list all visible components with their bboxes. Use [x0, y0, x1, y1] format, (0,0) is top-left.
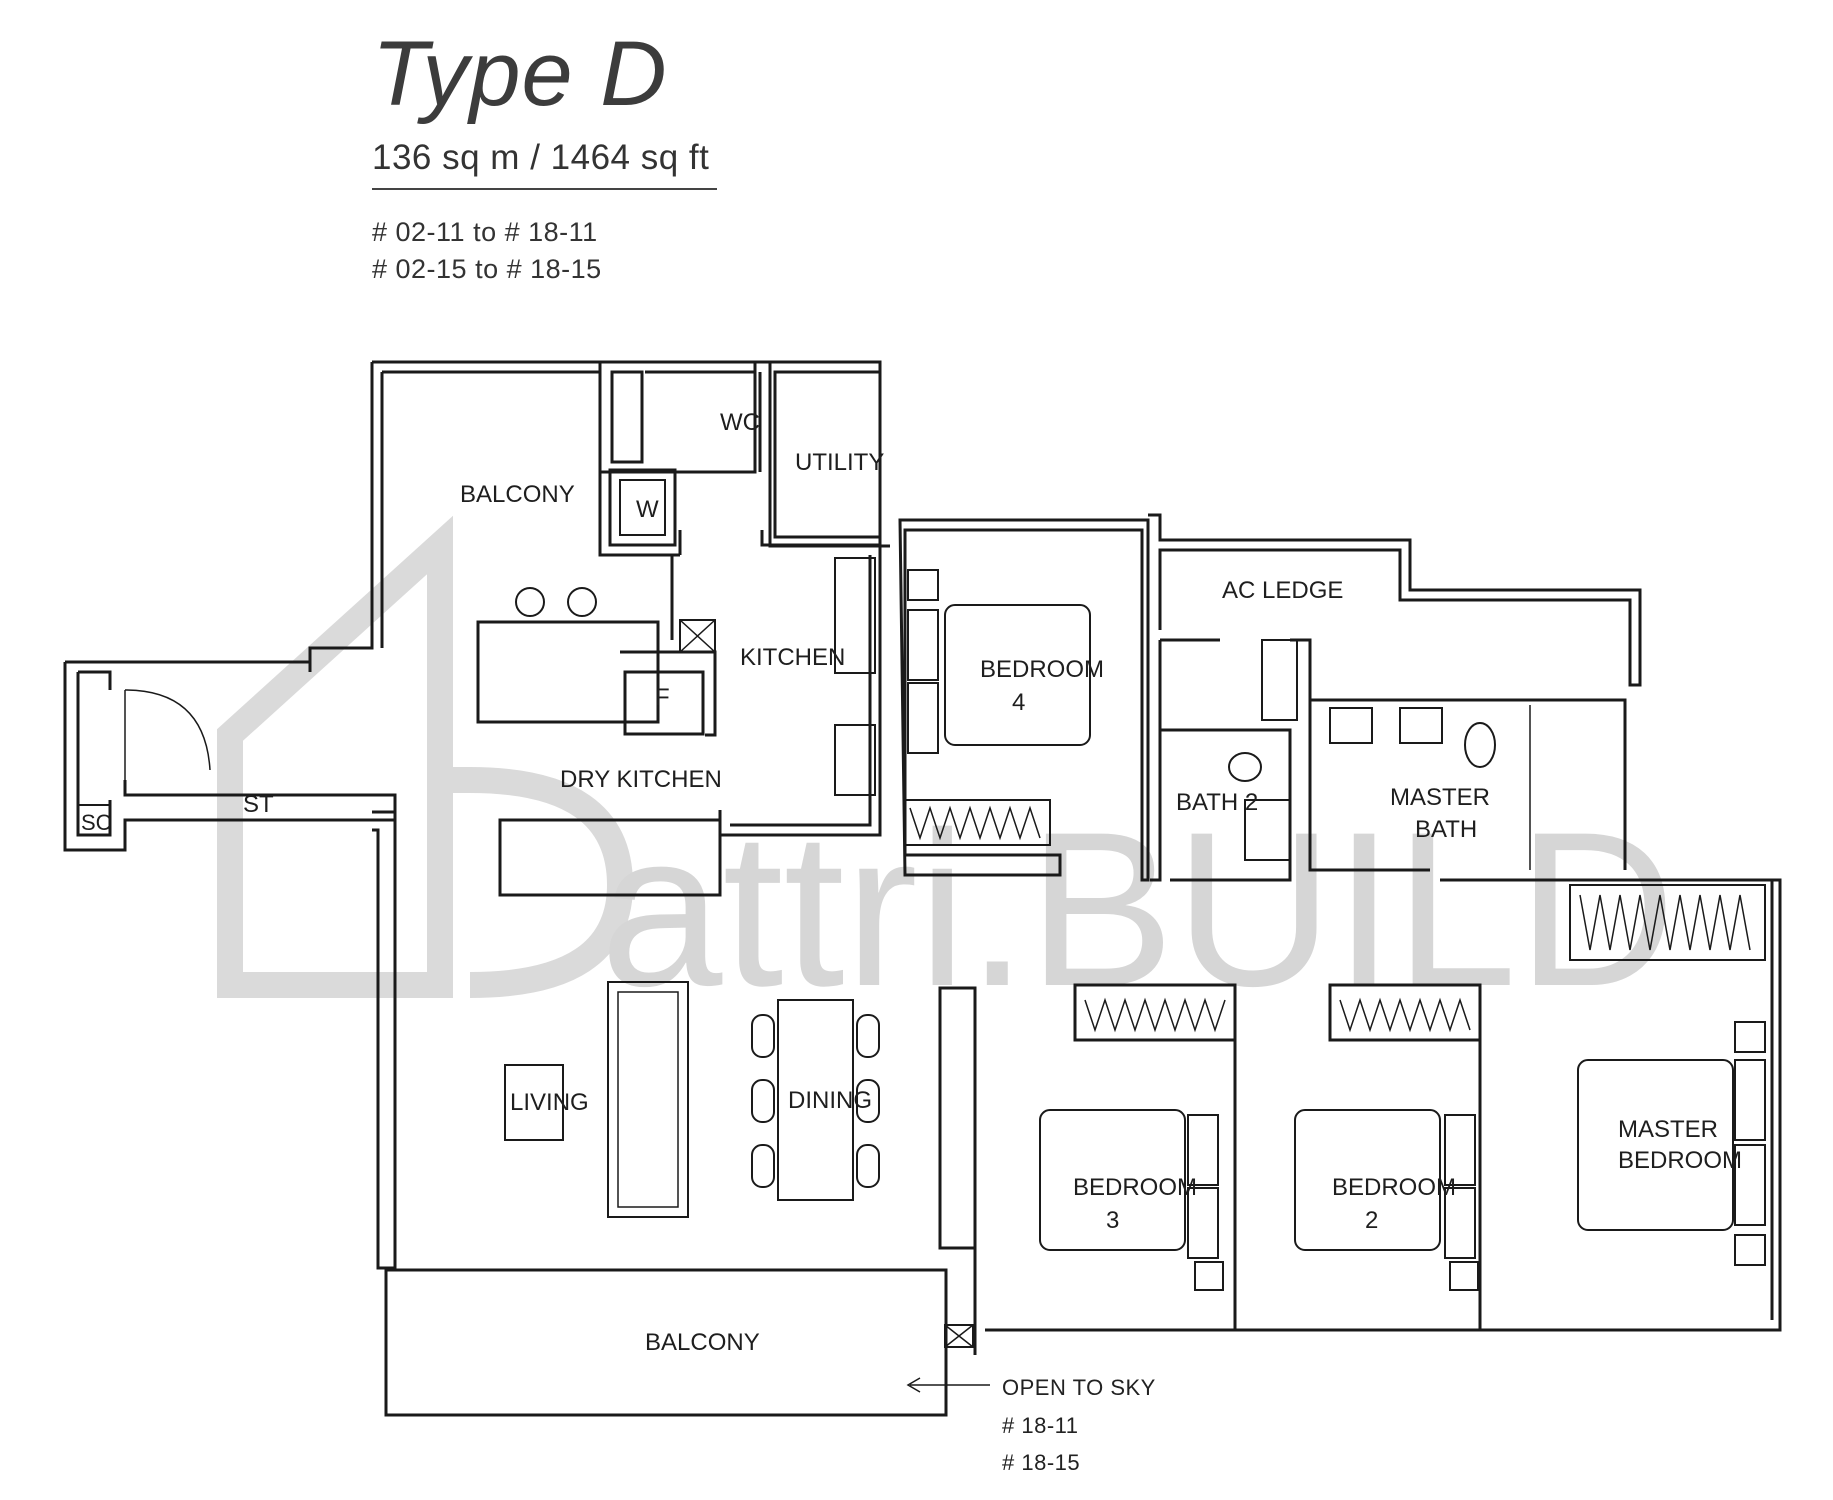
label-balcony-top: BALCONY	[460, 481, 575, 508]
hob	[834, 557, 876, 674]
label-st: ST	[243, 791, 274, 818]
master-bed	[1577, 1059, 1734, 1231]
watermark-text: attri.BUILD	[600, 786, 1676, 1032]
utility-block	[773, 370, 882, 539]
unit-range-1: # 02-11 to # 18-11	[372, 217, 598, 247]
master-bedroom-walls	[985, 878, 1782, 1332]
unit-list: # 02-11 to # 18-11 # 02-15 to # 18-15	[372, 214, 722, 288]
plan-header: Type D 136 sq m / 1464 sq ft # 02-11 to …	[372, 28, 722, 288]
label-dry-kitchen: DRY KITCHEN	[560, 766, 722, 793]
label-wc: WC	[720, 409, 760, 436]
living-walls	[372, 810, 397, 1270]
master-bath-walls	[1308, 698, 1627, 872]
label-balcony-bottom: BALCONY	[645, 1329, 760, 1356]
label-bedroom3-line1: BEDROOM	[1073, 1174, 1197, 1201]
washer-box	[608, 468, 677, 547]
label-master-bedroom-line1: MASTER	[1618, 1116, 1718, 1143]
header-divider	[372, 188, 717, 190]
open-to-sky-unit-2: # 18-15	[1002, 1450, 1081, 1475]
entrance-walls	[63, 660, 397, 852]
label-master-bedroom-line2: BEDROOM	[1618, 1147, 1742, 1174]
sink-kitchen	[834, 724, 876, 796]
label-bath2: BATH 2	[1176, 789, 1258, 816]
label-bedroom4-line1: BEDROOM	[980, 656, 1104, 683]
fridge-box	[623, 670, 705, 736]
partition-wall	[938, 986, 977, 1250]
sofa	[607, 981, 689, 1218]
unit-area: 136 sq m / 1464 sq ft	[372, 138, 710, 177]
label-master-bath-line2: BATH	[1415, 816, 1477, 843]
bedroom4-walls	[898, 518, 1150, 882]
bedroom4-bed	[944, 604, 1091, 746]
label-bedroom2-line1: BEDROOM	[1332, 1174, 1456, 1201]
dry-kitchen-counter	[498, 818, 722, 897]
label-kitchen: KITCHEN	[740, 644, 845, 671]
label-dining: DINING	[788, 1087, 872, 1114]
label-bedroom2-line2: 2	[1365, 1207, 1378, 1234]
bath2-sink	[1244, 799, 1291, 861]
bedroom3-walls	[1073, 983, 1237, 1330]
label-master-bath-line1: MASTER	[1390, 784, 1490, 811]
open-to-sky-unit-1: # 18-11	[1002, 1413, 1079, 1438]
open-to-sky-note: OPEN TO SKY	[1002, 1375, 1156, 1400]
unit-range-2: # 02-15 to # 18-15	[372, 254, 602, 284]
label-utility: UTILITY	[795, 449, 884, 476]
label-living: LIVING	[510, 1089, 589, 1116]
bedroom2-bed	[1294, 1109, 1441, 1251]
label-fridge: F	[655, 684, 670, 711]
bedroom2-walls	[1328, 983, 1482, 1330]
label-ac-ledge: AC LEDGE	[1222, 577, 1343, 604]
unit-type-title: Type D	[372, 23, 668, 125]
label-sc: SC	[81, 810, 112, 835]
watermark: attri.BUILD	[217, 515, 1676, 1032]
label-bedroom3-line2: 3	[1106, 1207, 1119, 1234]
label-bedroom4-line2: 4	[1012, 689, 1025, 716]
dining-table	[777, 999, 854, 1201]
coffee-table	[504, 1064, 564, 1141]
label-washer: W	[636, 496, 659, 523]
bedroom3-bed	[1039, 1109, 1186, 1251]
sc-box	[77, 804, 111, 836]
ac-ledge-walls	[1148, 513, 1642, 687]
